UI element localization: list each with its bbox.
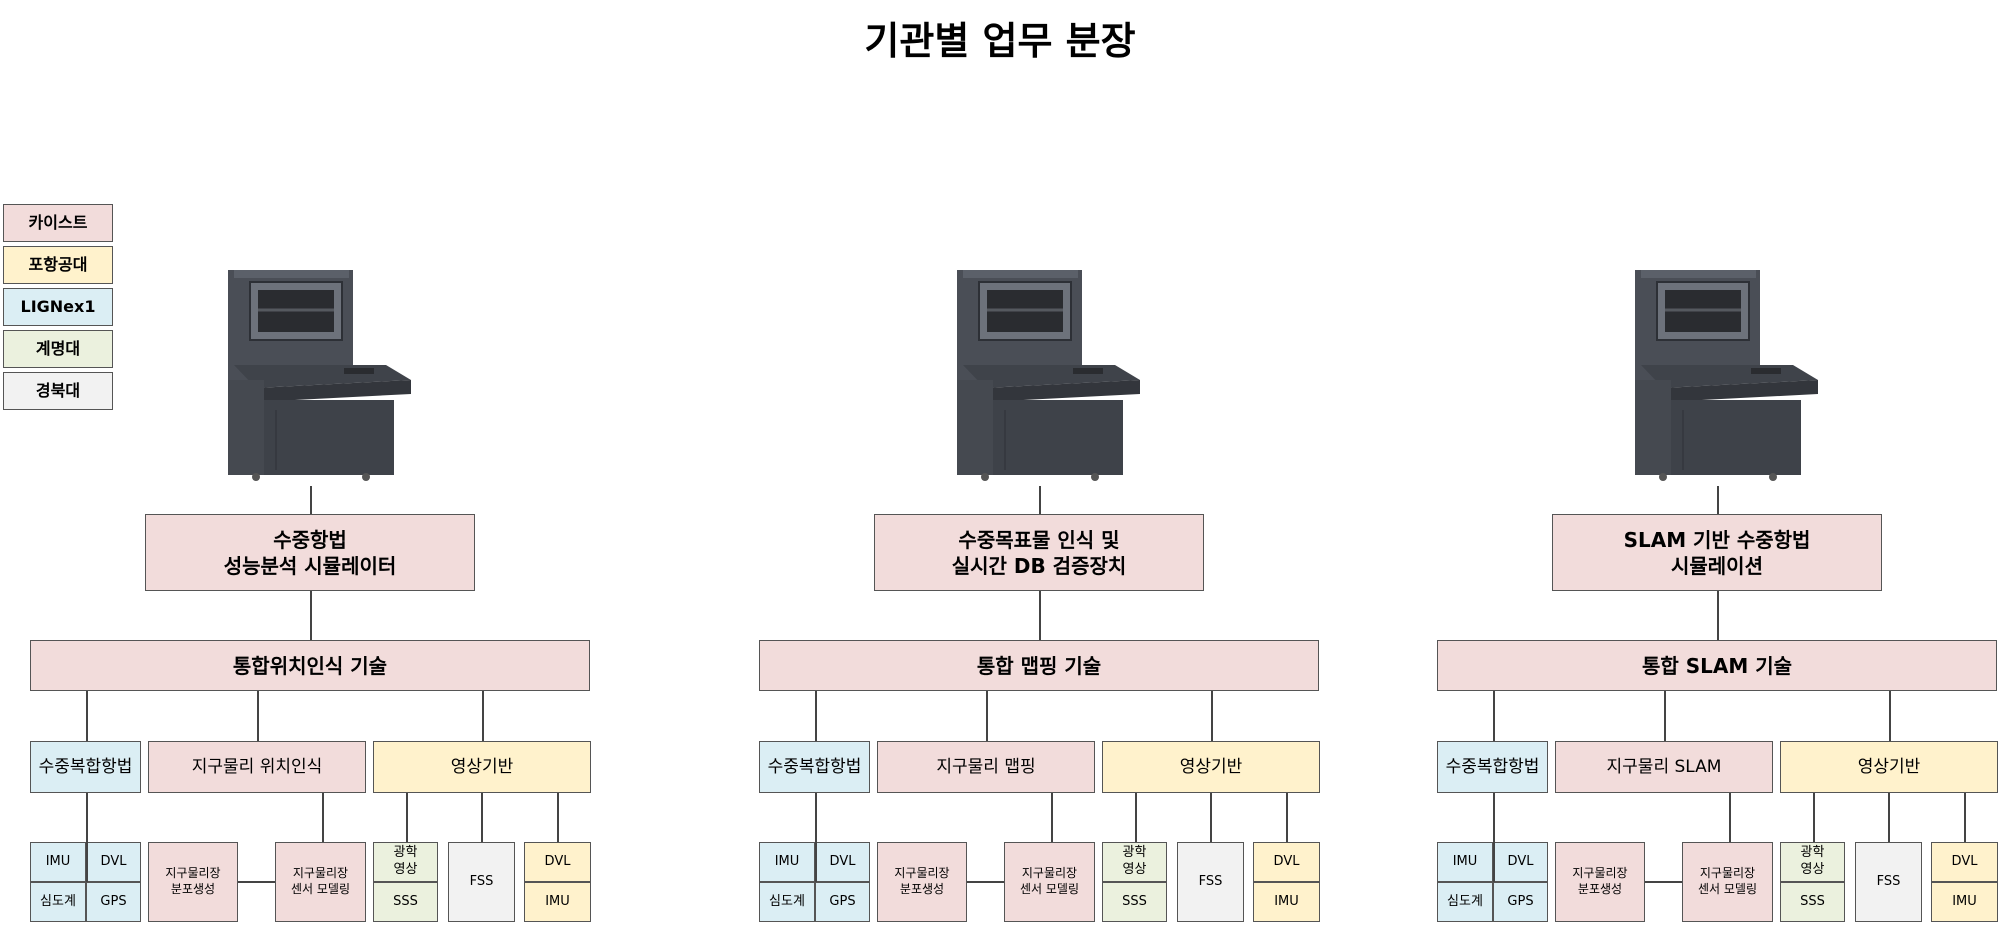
geo-field-generation: 지구물리장 분포생성 [1555,842,1645,922]
category-nav-box: 수중복합항법 [1437,741,1548,793]
connector-vision-fss [1888,793,1890,842]
connector-vision-dvl [557,793,559,842]
connector-nav-sensors [1493,793,1495,882]
sensor-gps: GPS [86,882,141,922]
connector-tech-nav [86,691,88,741]
vision-dvl-box: DVL [1931,842,1998,882]
sss-box: SSS [373,882,438,922]
vision-dvl-box: DVL [1253,842,1320,882]
legend-item-kaist: 카이스트 [3,204,113,242]
connector-nav-sensors [86,793,88,882]
fss-box: FSS [1855,842,1922,922]
connector-nav-sensors [815,793,817,882]
geo-sensor-modeling: 지구물리장 센서 모델링 [275,842,366,922]
category-vision-box: 영상기반 [373,741,591,793]
connector-vision-optical [406,793,408,842]
tech-box: 통합 SLAM 기술 [1437,640,1997,691]
connector-simulator-tech [310,591,312,640]
sensor-imu: IMU [759,842,815,882]
legend-item-lignex1: LIGNex1 [3,288,113,326]
connector-vision-fss [481,793,483,842]
sss-box: SSS [1102,882,1167,922]
connector-tech-vision [482,691,484,741]
legend-item-knu: 경북대 [3,372,113,410]
legend-item-keimyung: 계명대 [3,330,113,368]
connector-tech-vision [1889,691,1891,741]
sensor-gps: GPS [815,882,870,922]
sensor-imu: IMU [30,842,86,882]
connector-geo-modeling [1729,793,1731,842]
sensor-gps: GPS [1493,882,1548,922]
category-nav-box: 수중복합항법 [30,741,141,793]
optical-image-box: 광학 영상 [1780,842,1845,882]
category-nav-box: 수중복합항법 [759,741,870,793]
vision-dvl-box: DVL [524,842,591,882]
sensor-dvl: DVL [815,842,870,882]
connector-vision-dvl [1286,793,1288,842]
connector-cabinet-simulator [1039,486,1041,514]
simulator-box: 수중목표물 인식 및 실시간 DB 검증장치 [874,514,1204,591]
connector-vision-fss [1210,793,1212,842]
geo-sensor-modeling: 지구물리장 센서 모델링 [1682,842,1773,922]
sensor-dvl: DVL [86,842,141,882]
sensor-depth-gauge: 심도계 [759,882,815,922]
connector-geo-items [967,881,1004,883]
sensor-depth-gauge: 심도계 [30,882,86,922]
fss-box: FSS [448,842,515,922]
simulator-box: 수중항법 성능분석 시뮬레이터 [145,514,475,591]
connector-tech-nav [1493,691,1495,741]
connector-tech-geo [1664,691,1666,741]
simulator-cabinet-image [957,270,1140,481]
category-vision-box: 영상기반 [1102,741,1320,793]
connector-vision-dvl [1964,793,1966,842]
category-vision-box: 영상기반 [1780,741,1998,793]
simulator-box: SLAM 기반 수중항법 시뮬레이션 [1552,514,1882,591]
sensor-dvl: DVL [1493,842,1548,882]
connector-tech-geo [986,691,988,741]
optical-image-box: 광학 영상 [373,842,438,882]
connector-geo-items [238,881,275,883]
vision-imu-box: IMU [1253,882,1320,922]
vision-imu-box: IMU [1931,882,1998,922]
simulator-cabinet-image [228,270,411,481]
category-geo-box: 지구물리 SLAM [1555,741,1773,793]
connector-geo-items [1645,881,1682,883]
connector-tech-nav [815,691,817,741]
legend-item-postech: 포항공대 [3,246,113,284]
connector-geo-modeling [322,793,324,842]
sss-box: SSS [1780,882,1845,922]
tech-box: 통합 맵핑 기술 [759,640,1319,691]
geo-sensor-modeling: 지구물리장 센서 모델링 [1004,842,1095,922]
geo-field-generation: 지구물리장 분포생성 [877,842,967,922]
connector-tech-geo [257,691,259,741]
connector-vision-optical [1813,793,1815,842]
connector-vision-optical [1135,793,1137,842]
connector-cabinet-simulator [1717,486,1719,514]
page-title: 기관별 업무 분장 [864,19,1136,63]
geo-field-generation: 지구물리장 분포생성 [148,842,238,922]
vision-imu-box: IMU [524,882,591,922]
simulator-cabinet-image [1635,270,1818,481]
sensor-imu: IMU [1437,842,1493,882]
optical-image-box: 광학 영상 [1102,842,1167,882]
connector-tech-vision [1211,691,1213,741]
fss-box: FSS [1177,842,1244,922]
sensor-depth-gauge: 심도계 [1437,882,1493,922]
connector-simulator-tech [1039,591,1041,640]
connector-geo-modeling [1051,793,1053,842]
category-geo-box: 지구물리 위치인식 [148,741,366,793]
tech-box: 통합위치인식 기술 [30,640,590,691]
connector-cabinet-simulator [310,486,312,514]
category-geo-box: 지구물리 맵핑 [877,741,1095,793]
connector-simulator-tech [1717,591,1719,640]
